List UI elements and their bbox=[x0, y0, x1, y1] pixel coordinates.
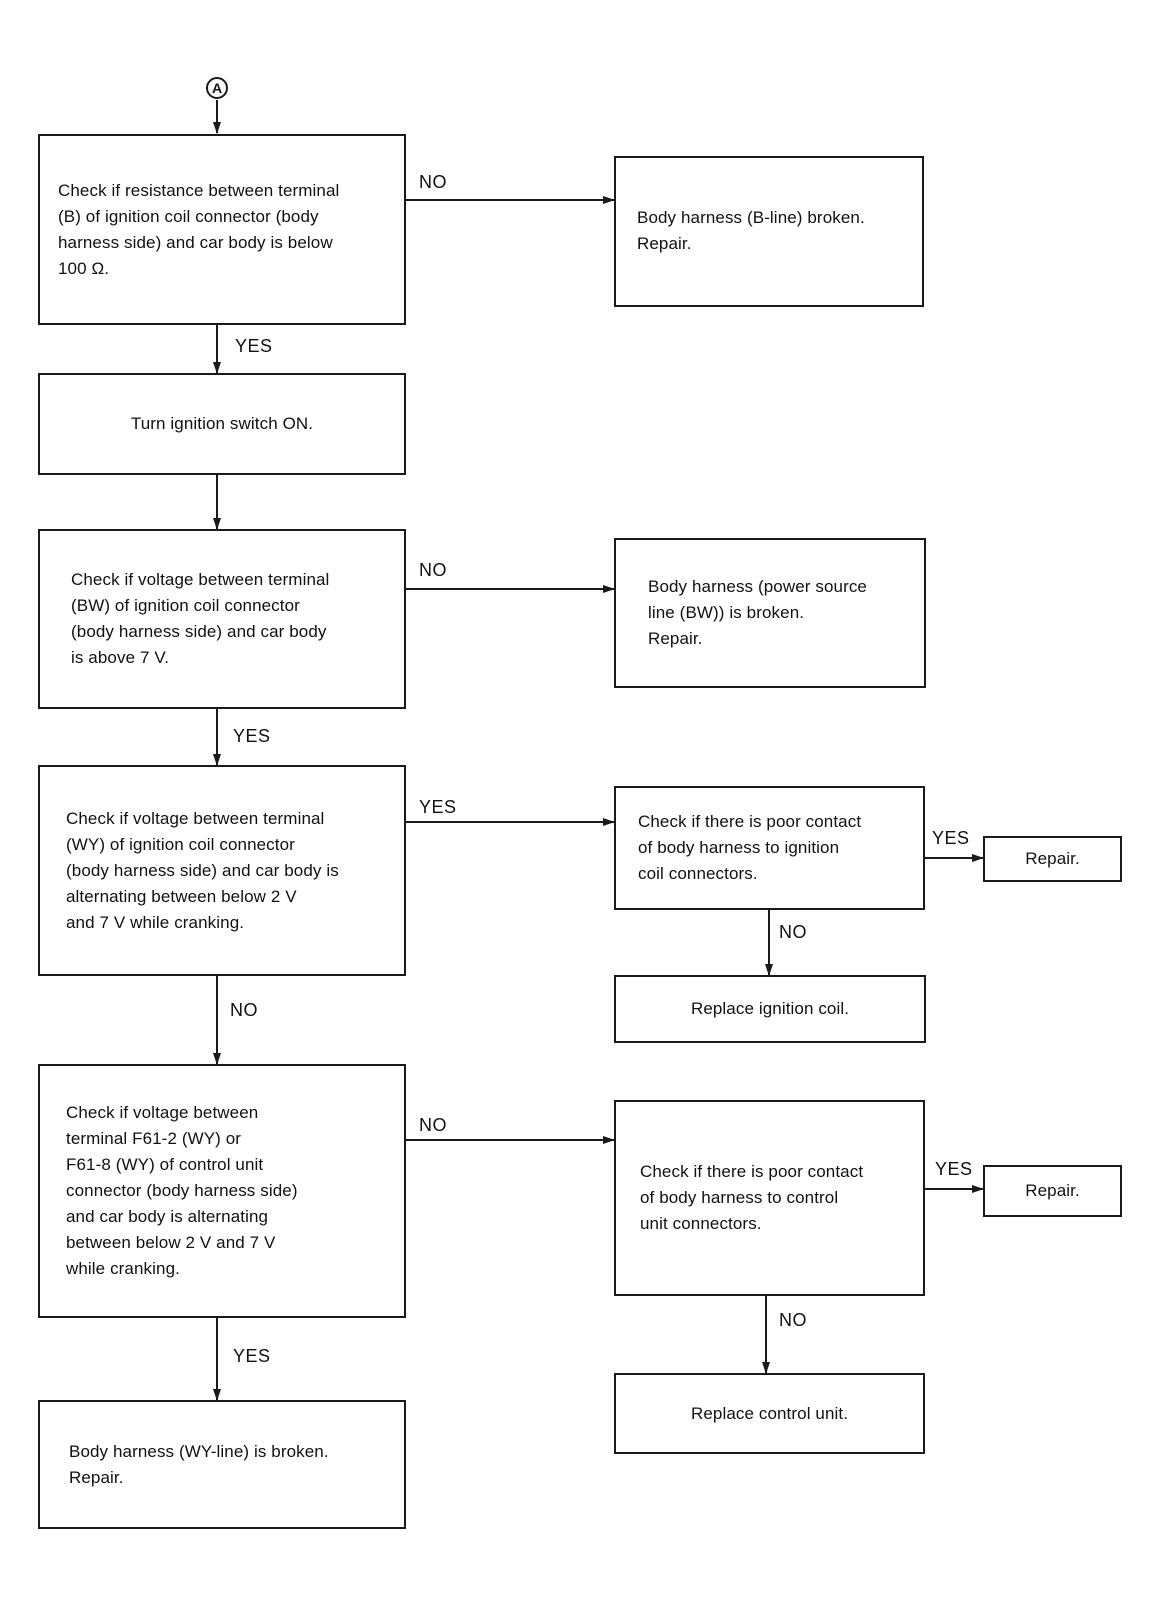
label-wy-no: NO bbox=[230, 1000, 258, 1020]
box-turn-ignition-on: Turn ignition switch ON. bbox=[38, 373, 406, 475]
box-check-voltage-f61-text: Check if voltage between terminal F61-2 … bbox=[66, 1103, 298, 1278]
box-repair-1: Repair. bbox=[983, 836, 1122, 882]
box-replace-control-unit-text: Replace control unit. bbox=[690, 1403, 849, 1423]
box-wy-line-broken-text: Body harness (WY-line) is broken. Repair… bbox=[69, 1441, 329, 1487]
label-contact-control-yes: YES bbox=[935, 1159, 973, 1179]
box-b-line-broken: Body harness (B-line) broken. Repair. bbox=[614, 156, 924, 307]
box-repair-2: Repair. bbox=[983, 1165, 1122, 1217]
box-check-voltage-wy-text: Check if voltage between terminal (WY) o… bbox=[66, 808, 339, 932]
box-bw-line-broken: Body harness (power source line (BW)) is… bbox=[614, 538, 926, 688]
box-check-contact-coil-text: Check if there is poor contact of body h… bbox=[638, 812, 862, 883]
box-check-contact-control-text: Check if there is poor contact of body h… bbox=[640, 1162, 864, 1233]
box-check-voltage-bw-text: Check if voltage between terminal (BW) o… bbox=[71, 570, 330, 667]
label-contact-coil-yes: YES bbox=[932, 828, 970, 848]
box-wy-line-broken: Body harness (WY-line) is broken. Repair… bbox=[38, 1400, 406, 1529]
box-check-resistance-b-text: Check if resistance between terminal (B)… bbox=[58, 180, 340, 278]
box-check-contact-coil: Check if there is poor contact of body h… bbox=[614, 786, 925, 910]
label-f61-no: NO bbox=[419, 1115, 447, 1135]
label-bw-yes: YES bbox=[233, 726, 271, 746]
box-repair-2-text: Repair. bbox=[1025, 1181, 1080, 1200]
box-turn-ignition-on-text: Turn ignition switch ON. bbox=[130, 414, 314, 433]
box-check-voltage-f61: Check if voltage between terminal F61-2 … bbox=[38, 1064, 406, 1318]
box-b-line-broken-text: Body harness (B-line) broken. Repair. bbox=[637, 208, 865, 253]
box-check-voltage-wy: Check if voltage between terminal (WY) o… bbox=[38, 765, 406, 976]
box-bw-line-broken-text: Body harness (power source line (BW)) is… bbox=[648, 577, 867, 648]
label-resistance-yes: YES bbox=[235, 336, 273, 356]
box-replace-ignition-coil: Replace ignition coil. bbox=[614, 975, 926, 1043]
connector-a-circle: A bbox=[206, 77, 228, 99]
label-bw-no: NO bbox=[419, 560, 447, 580]
box-replace-control-unit: Replace control unit. bbox=[614, 1373, 925, 1454]
label-contact-control-no: NO bbox=[779, 1310, 807, 1330]
box-replace-ignition-coil-text: Replace ignition coil. bbox=[690, 999, 850, 1018]
box-repair-1-text: Repair. bbox=[1025, 849, 1080, 868]
box-check-contact-control: Check if there is poor contact of body h… bbox=[614, 1100, 925, 1296]
box-check-resistance-b: Check if resistance between terminal (B)… bbox=[38, 134, 406, 325]
label-resistance-no: NO bbox=[419, 172, 447, 192]
label-f61-yes: YES bbox=[233, 1346, 271, 1366]
label-wy-yes: YES bbox=[419, 797, 457, 817]
label-contact-coil-no: NO bbox=[779, 922, 807, 942]
connector-a-label: A bbox=[211, 80, 223, 96]
box-check-voltage-bw: Check if voltage between terminal (BW) o… bbox=[38, 529, 406, 709]
